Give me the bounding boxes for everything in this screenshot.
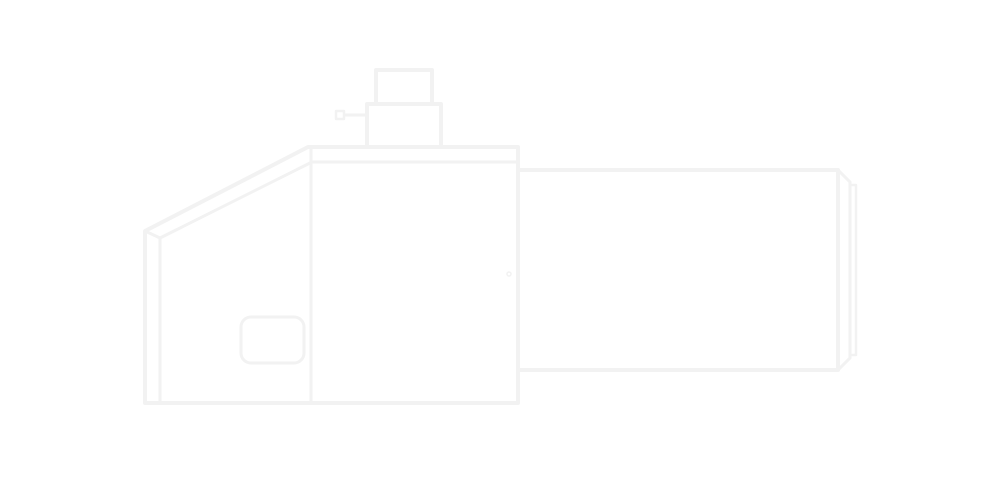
housing-outer-outline <box>143 145 520 405</box>
motor-base-box <box>365 102 443 149</box>
tube-tip-lip <box>848 183 858 357</box>
body-screw <box>506 271 512 277</box>
housing-inner-roof <box>158 160 314 240</box>
sensor-head <box>334 109 346 121</box>
motor-cap-box <box>374 68 434 106</box>
inspection-window <box>239 315 306 365</box>
tube-end-flange <box>836 168 852 372</box>
burner-tube <box>516 168 840 372</box>
housing-left-panel <box>143 229 162 405</box>
